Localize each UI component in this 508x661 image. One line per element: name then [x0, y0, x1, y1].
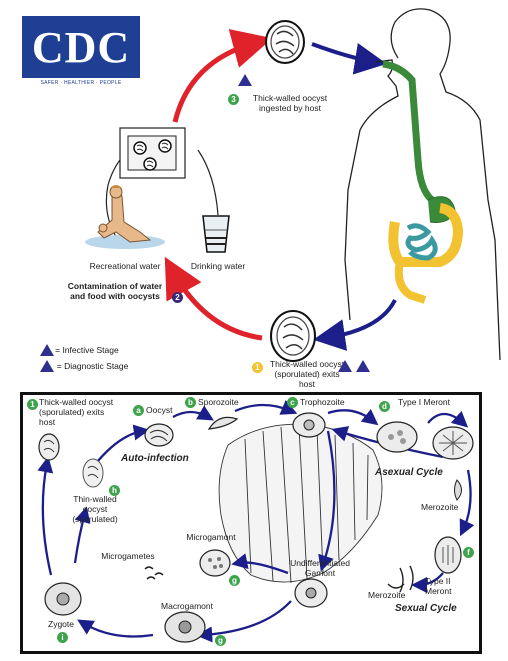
badge-f: f: [463, 547, 474, 558]
drinking-water-label: Drinking water: [188, 262, 248, 272]
diagnostic-symbol: d: [45, 363, 48, 369]
badge-b: b: [185, 397, 196, 408]
stage-microgamont: [200, 550, 230, 576]
arrow-to-contamination: [172, 270, 262, 338]
arrow-oocyst-to-sporozoite: [173, 412, 208, 417]
label-asexual-cycle: Asexual Cycle: [375, 467, 443, 479]
arrow-sporozoite-to-trophozoite: [235, 405, 291, 411]
oocyst-exits-host: [271, 311, 315, 361]
stage-undiff-gamont: [295, 579, 327, 607]
label-oocyst-exits-host: Thick-walled oocyst (sporulated) exits h…: [39, 398, 115, 427]
legend: i = Infective Stage d = Diagnostic Stage: [40, 344, 160, 372]
stage-meront-i-b: [433, 427, 473, 459]
stage-2-badge: 2: [172, 292, 183, 303]
stage-1-badge: 1: [252, 362, 263, 373]
badge-1: 1: [27, 399, 38, 410]
stage-3-label: Thick-walled oocyst ingested by host: [240, 94, 340, 114]
arrow-to-host: [312, 44, 375, 62]
arrow-zygote-to-exit: [43, 463, 51, 575]
legend-infective: i = Infective Stage: [40, 344, 160, 356]
label-microgametes: Microgametes: [93, 552, 163, 562]
stage-meront-i-a: [377, 422, 417, 452]
infective-stage-icon: [356, 360, 370, 372]
legend-diagnostic: d = Diagnostic Stage: [40, 360, 160, 372]
stage-merozoites: [388, 566, 413, 592]
badge-c: c: [287, 397, 298, 408]
stage-meront-ii: [435, 537, 461, 573]
cdc-logo-mark: CDC: [22, 16, 140, 78]
water-oocyst: [159, 140, 171, 152]
cdc-logo: CDC SAFER · HEALTHIER · PEOPLE: [22, 16, 140, 88]
badge-d: d: [379, 401, 390, 412]
stage-oocyst-exit: [39, 434, 59, 460]
life-cycle-panel: 1 Thick-walled oocyst (sporulated) exits…: [20, 392, 482, 654]
arrow-meront-i-loop: [428, 414, 463, 423]
label-zygote: Zygote: [41, 620, 81, 630]
recreational-water-label: Recreational water: [70, 262, 180, 272]
stage-zygote: [45, 583, 81, 615]
infective-stage-icon: [238, 74, 252, 86]
stage-thin-walled-oocyst: [83, 459, 103, 487]
label-meront-i: Type I Meront: [398, 398, 450, 408]
label-auto-infection: Auto-infection: [121, 453, 189, 465]
badge-zygote: i: [57, 632, 68, 643]
stage-trophozoite: [293, 413, 325, 437]
stage-microgametes: [145, 567, 163, 579]
recreational-water-figure: [85, 185, 165, 249]
label-sporozoite: Sporozoite: [198, 398, 239, 408]
label-thin-walled-oocyst: Thin-walled oocyst (sporulated): [63, 495, 127, 524]
stage-2-label: Contamination of water and food with ooc…: [60, 282, 170, 302]
cdc-tagline: SAFER · HEALTHIER · PEOPLE: [22, 80, 140, 86]
label-microgamont: Microgamont: [181, 533, 241, 543]
label-merozoite: Merozoite: [421, 503, 458, 513]
label-macrogamont: Macrogamont: [157, 602, 217, 612]
stage-1-label: Thick-walled oocyst (sporulated) exits h…: [266, 360, 348, 389]
badge-microgamont: g: [229, 575, 240, 586]
diagnostic-stage-icon: [338, 360, 352, 372]
arrow-trophozoite-to-meront-i: [328, 410, 373, 421]
stage-oocyst: [145, 424, 173, 446]
stage-macrogamont: [165, 612, 205, 642]
stage-merozoite: [455, 480, 462, 500]
label-trophozoite: Trophozoite: [300, 398, 345, 408]
gi-tract: [383, 64, 458, 300]
water-oocyst: [144, 158, 156, 170]
drinking-water-glass: [203, 216, 229, 252]
badge-macrogamont: g: [215, 635, 226, 646]
arrow-merozoite-down: [463, 470, 471, 530]
label-undiff-gamont: Undifferentiated Gamont: [285, 559, 355, 579]
legend-infective-text: = Infective Stage: [55, 345, 119, 355]
label-meront-ii: Type II Meront: [425, 577, 475, 597]
infective-stage-icon: [40, 344, 54, 356]
label-merozoite-2: Merozoite: [368, 591, 405, 601]
water-oocyst: [134, 142, 146, 154]
stage-3-badge: 3: [228, 94, 239, 105]
transmission-panel: CDC SAFER · HEALTHIER · PEOPLE 3 Thick-w…: [0, 0, 508, 392]
arrow-macrogamont-to-zygote: [83, 623, 153, 637]
stage-sporozoite: [209, 417, 237, 429]
legend-diagnostic-text: = Diagnostic Stage: [57, 361, 129, 371]
label-sexual-cycle: Sexual Cycle: [395, 603, 457, 615]
arrow-exit-host: [325, 300, 395, 338]
oocyst-ingested: [266, 21, 304, 63]
badge-a: a: [133, 405, 144, 416]
label-oocyst: Oocyst: [146, 406, 172, 416]
